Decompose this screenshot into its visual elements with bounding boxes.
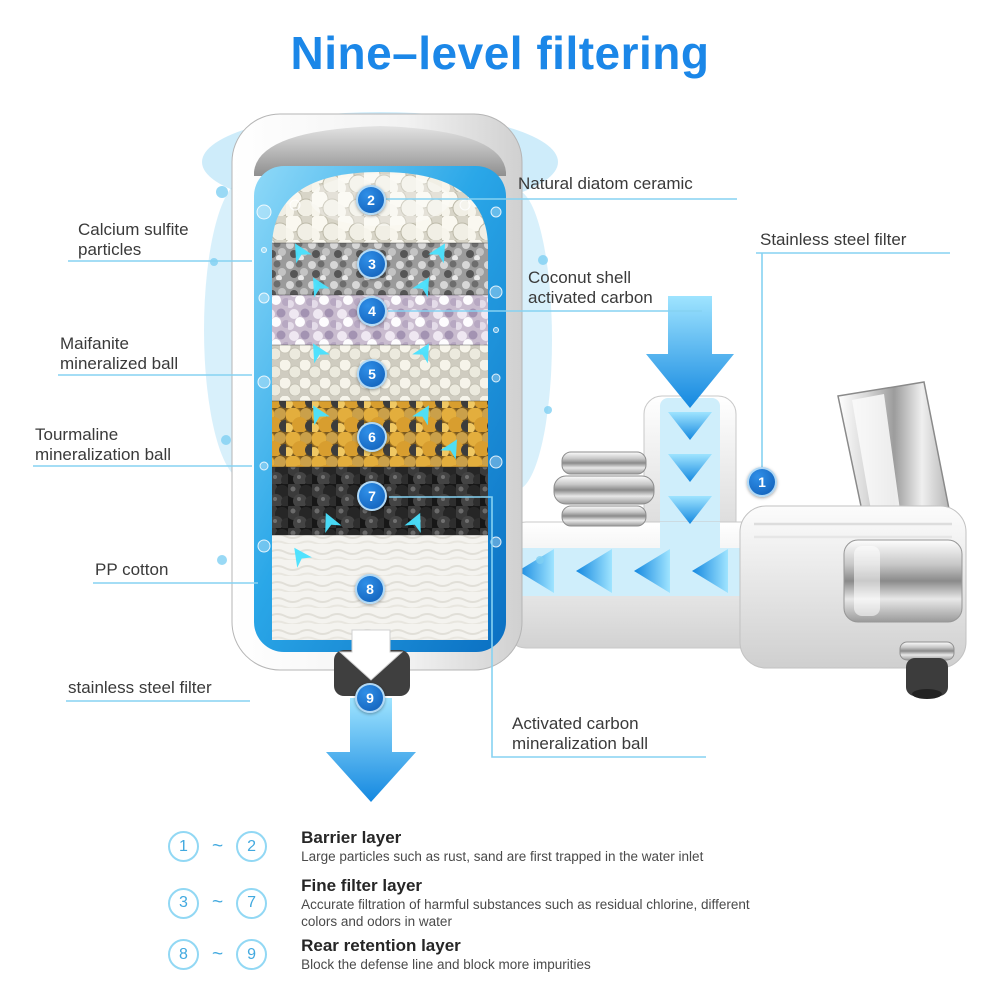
label-coconut-shell-activated-carbon: Coconut shell activated carbon [528, 268, 653, 307]
label-stainless-steel-filter-right: Stainless steel filter [760, 230, 907, 249]
legend-circle-start: 3 [168, 887, 199, 919]
legend-tilde: ~ [212, 943, 224, 965]
legend-text: Barrier layer Large particles such as ru… [301, 828, 703, 865]
layer-badge-7: 7 [357, 481, 387, 511]
water-outlet [906, 658, 948, 696]
legend-desc: Block the defense line and block more im… [301, 957, 591, 972]
inlet-arrow [646, 296, 734, 408]
legend-circle-start: 8 [168, 939, 199, 971]
legend-text: Rear retention layer Block the defense l… [301, 936, 591, 973]
layer-badge-1: 1 [747, 467, 777, 497]
legend-range-8-9: 8 ~ 9 [168, 939, 268, 971]
label-stainless-steel-filter-bottom: stainless steel filter [68, 678, 212, 697]
layer-badge-6: 6 [357, 422, 387, 452]
legend-desc: Accurate filtration of harmful substance… [301, 897, 750, 930]
cartridge-base [326, 629, 416, 802]
layer-badge-3: 3 [357, 249, 387, 279]
label-activated-carbon-mineralization-ball: Activated carbon mineralization ball [512, 714, 649, 753]
legend-circle-end: 2 [236, 831, 268, 863]
label-tourmaline-mineralization-ball: Tourmaline mineralization ball [35, 425, 172, 464]
label-pp-cotton: PP cotton [95, 560, 169, 579]
legend-title: Rear retention layer [301, 936, 461, 955]
legend-row-rear-retention-layer: 8 ~ 9 Rear retention layer Block the def… [168, 936, 968, 973]
cartridge-cap [254, 126, 506, 176]
label-maifanite-mineralized-ball: Maifanite mineralized ball [60, 334, 179, 373]
legend-desc: Large particles such as rust, sand are f… [301, 849, 704, 864]
filter-layers [272, 172, 488, 640]
layer-badge-9: 9 [355, 683, 385, 713]
legend-row-barrier-layer: 1 ~ 2 Barrier layer Large particles such… [168, 828, 968, 865]
legend-text: Fine filter layer Accurate filtration of… [301, 876, 771, 931]
layer-badge-5: 5 [357, 359, 387, 389]
legend-range-1-2: 1 ~ 2 [168, 831, 268, 863]
legend-circle-end: 7 [236, 887, 268, 919]
layer-badge-8: 8 [355, 574, 385, 604]
legend-title: Barrier layer [301, 828, 402, 847]
legend-tilde: ~ [212, 892, 224, 914]
legend-range-3-7: 3 ~ 7 [168, 887, 268, 919]
legend-circle-start: 1 [168, 831, 199, 863]
layer-badge-4: 4 [357, 296, 387, 326]
faucet-body [739, 505, 967, 699]
legend-circle-end: 9 [236, 939, 268, 971]
legend-row-fine-filter-layer: 3 ~ 7 Fine filter layer Accurate filtrat… [168, 876, 968, 931]
legend-tilde: ~ [212, 835, 224, 857]
outlet-arrow [326, 698, 416, 802]
label-natural-diatom-ceramic: Natural diatom ceramic [518, 174, 693, 193]
layer-badge-2: 2 [356, 185, 386, 215]
legend-title: Fine filter layer [301, 876, 423, 895]
label-calcium-sulfite-particles: Calcium sulfite particles [78, 220, 189, 259]
page-title: Nine–level filtering [290, 27, 710, 79]
tap-aerator [553, 451, 655, 527]
